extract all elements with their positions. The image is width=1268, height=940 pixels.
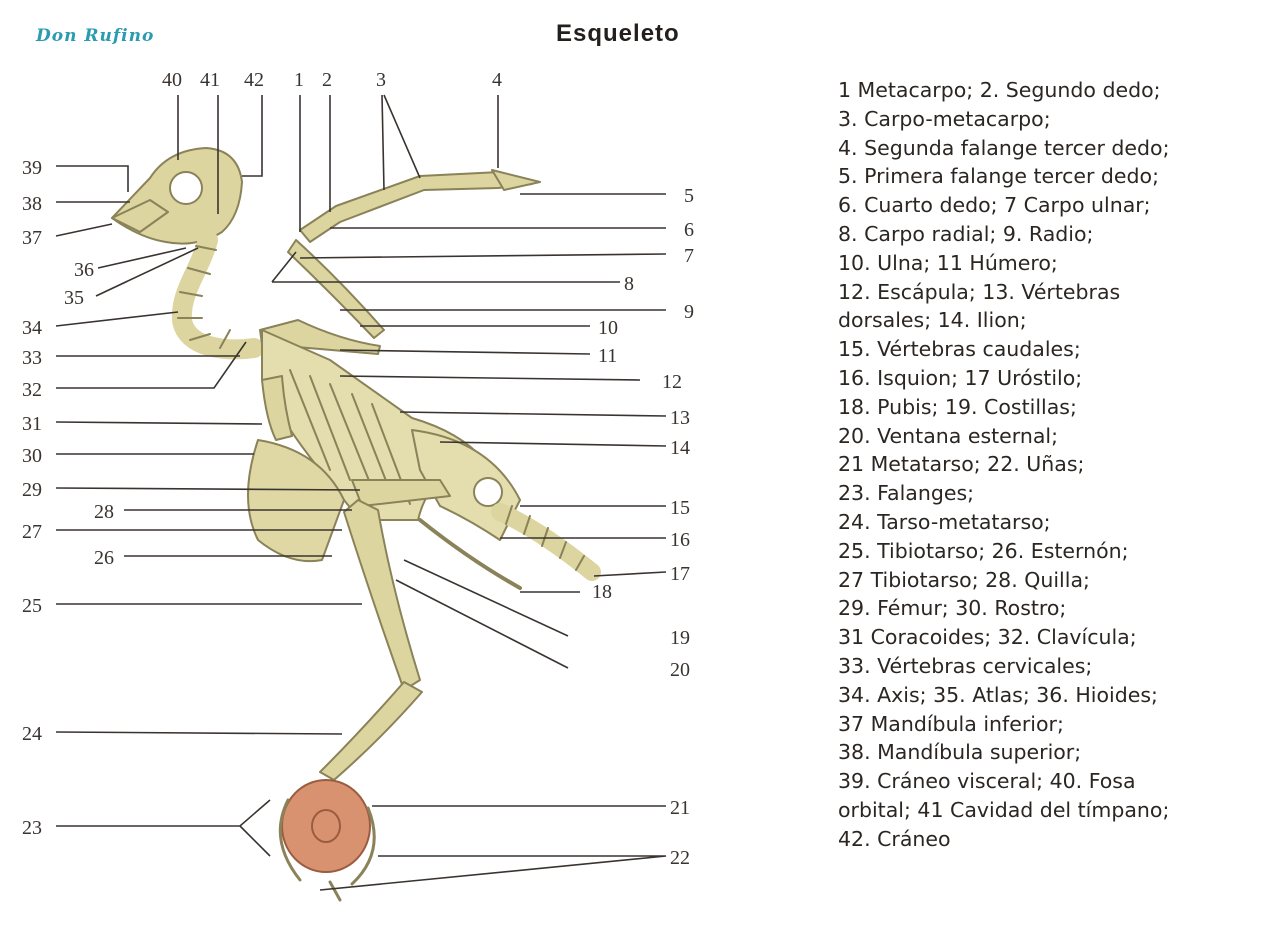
callout-36: 36 [74,259,94,281]
femur [352,480,450,506]
callout-25: 25 [22,595,42,617]
legend-line: orbital; 41 Cavidad del tímpano; [838,796,1258,825]
callout-9: 9 [684,301,694,323]
legend-line: 18. Pubis; 19. Costillas; [838,393,1258,422]
legend-line: 42. Cráneo [838,825,1258,854]
callout-23: 23 [22,817,42,839]
callout-12: 12 [662,371,682,393]
legend-line: 16. Isquion; 17 Uróstilo; [838,364,1258,393]
legend-line: 23. Falanges; [838,479,1258,508]
callout-32: 32 [22,379,42,401]
caudal-vertebrae [500,512,592,572]
callout-29: 29 [22,479,42,501]
legend-line: 39. Cráneo visceral; 40. Fosa [838,767,1258,796]
legend-line: 3. Carpo-metacarpo; [838,105,1258,134]
legend-line: 10. Ulna; 11 Húmero; [838,249,1258,278]
wing-metacarpus [300,172,532,242]
legend-line: 12. Escápula; 13. Vértebras [838,278,1258,307]
callout-3: 3 [376,69,386,91]
foot-claws [282,780,370,872]
callout-10: 10 [598,317,618,339]
callout-37: 37 [22,227,42,249]
callout-21: 21 [670,797,690,819]
callout-33: 33 [22,347,42,369]
callout-34: 34 [22,317,42,339]
callout-19: 19 [670,627,690,649]
legend-list: 1 Metacarpo; 2. Segundo dedo; 3. Carpo-m… [838,76,1258,854]
legend-line: 27 Tibiotarso; 28. Quilla; [838,566,1258,595]
legend-line: 24. Tarso-metatarso; [838,508,1258,537]
callout-14: 14 [670,437,690,459]
callout-4: 4 [492,69,502,91]
legend-line: 15. Vértebras caudales; [838,335,1258,364]
legend-line: 34. Axis; 35. Atlas; 36. Hioides; [838,681,1258,710]
callout-30: 30 [22,445,42,467]
callout-11: 11 [598,345,617,367]
tarsometatarsus [320,682,422,780]
legend-line: 8. Carpo radial; 9. Radio; [838,220,1258,249]
callout-7: 7 [684,245,694,267]
callout-28: 28 [94,501,114,523]
legend-line: 38. Mandíbula superior; [838,738,1258,767]
callout-2: 2 [322,69,332,91]
callout-38: 38 [22,193,42,215]
callout-1: 1 [294,69,304,91]
callout-27: 27 [22,521,42,543]
legend-line: 5. Primera falange tercer dedo; [838,162,1258,191]
callout-16: 16 [670,529,690,551]
callout-35: 35 [64,287,84,309]
legend-line: 1 Metacarpo; 2. Segundo dedo; [838,76,1258,105]
callout-13: 13 [670,407,690,429]
skeleton-diagram: 1 2 3 4 5 6 7 8 9 10 11 12 13 14 15 16 1… [0,0,820,940]
tibiotarsus [344,500,420,690]
callout-39: 39 [22,157,42,179]
legend-line: 21 Metatarso; 22. Uñas; [838,450,1258,479]
legend-line: 37 Mandíbula inferior; [838,710,1258,739]
callout-24: 24 [22,723,42,745]
legend-line: 6. Cuarto dedo; 7 Carpo ulnar; [838,191,1258,220]
orbit [170,172,202,204]
callout-8: 8 [624,273,634,295]
legend-line: 31 Coracoides; 32. Clavícula; [838,623,1258,652]
legend-line: 20. Ventana esternal; [838,422,1258,451]
callout-22: 22 [670,847,690,869]
legend-line: 25. Tibiotarso; 26. Esternón; [838,537,1258,566]
callout-40: 40 [162,69,182,91]
callout-20: 20 [670,659,690,681]
bird-skeleton [112,148,592,900]
callout-15: 15 [670,497,690,519]
callout-42: 42 [244,69,264,91]
callout-18: 18 [592,581,612,603]
legend-line: 29. Fémur; 30. Rostro; [838,594,1258,623]
callout-5: 5 [684,185,694,207]
callout-17: 17 [670,563,690,585]
callout-26: 26 [94,547,114,569]
callout-41: 41 [200,69,220,91]
legend-line: dorsales; 14. Ilion; [838,306,1258,335]
callout-6: 6 [684,219,694,241]
legend-line: 4. Segunda falange tercer dedo; [838,134,1258,163]
legend-line: 33. Vértebras cervicales; [838,652,1258,681]
callout-31: 31 [22,413,42,435]
